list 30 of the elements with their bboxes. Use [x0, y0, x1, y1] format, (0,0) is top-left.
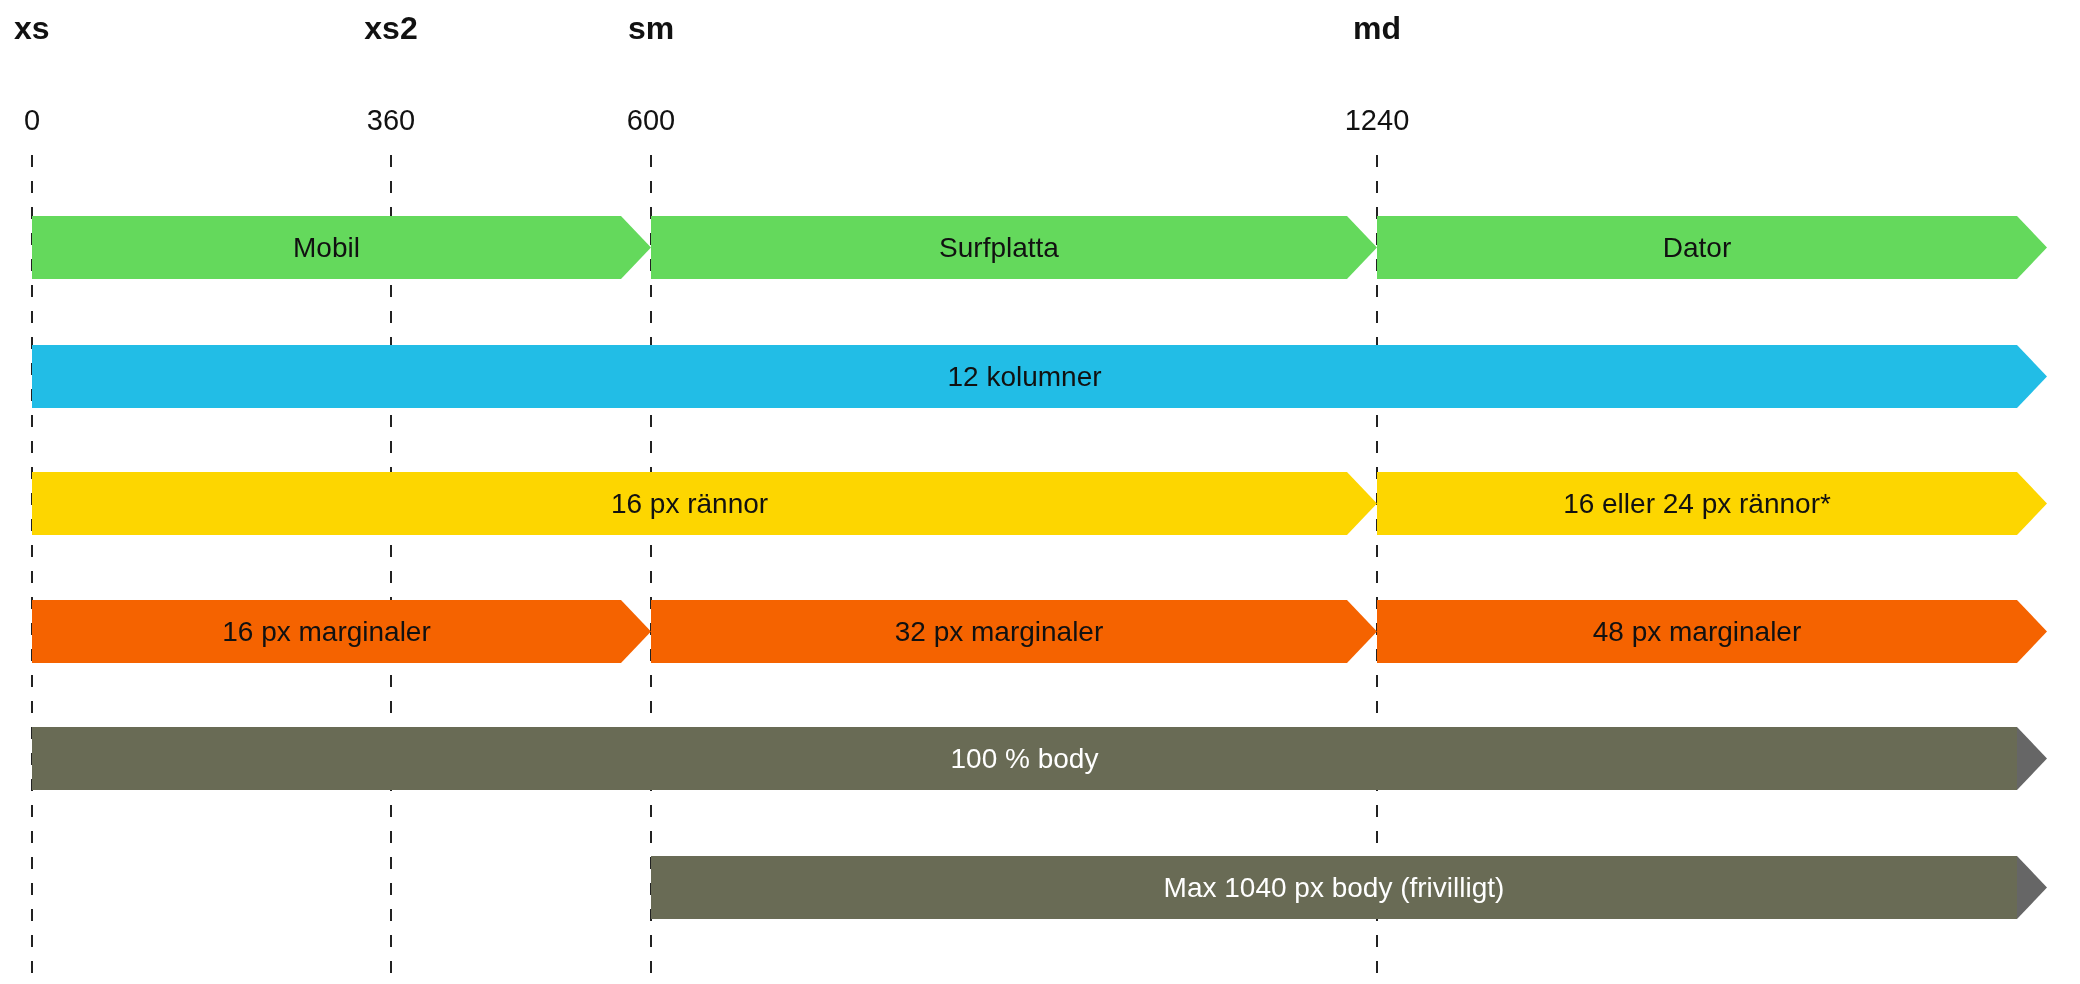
bar-label: 48 px marginaler [1592, 615, 1802, 648]
arrow-bar [1377, 472, 2047, 535]
bar-label: Mobil [293, 231, 360, 264]
breakpoint-name: xs2 [364, 10, 418, 47]
breakpoint-value: 1240 [1344, 104, 1410, 137]
bar-label: Surfplatta [939, 231, 1059, 264]
bar-label: Max 1040 px body (frivilligt) [1163, 871, 1505, 904]
arrow-bar [32, 727, 2047, 790]
breakpoint-value: 600 [626, 104, 676, 137]
arrow-bar [1377, 600, 2047, 663]
arrow-bar [651, 856, 2047, 919]
bar-label: 100 % body [950, 742, 1099, 775]
arrow-bar [32, 600, 651, 663]
arrow-bar [1377, 216, 2047, 279]
arrow-bar [32, 472, 1377, 535]
bar-label: Dator [1662, 231, 1732, 264]
breakpoint-value: 0 [23, 104, 41, 137]
breakpoint-name: sm [627, 10, 675, 47]
bar-label: 16 px marginaler [222, 615, 431, 648]
breakpoint-name: md [1353, 10, 1401, 47]
bar-label: 32 px marginaler [894, 615, 1104, 648]
bar-label: 16 eller 24 px rännor* [1563, 487, 1831, 520]
arrow-bar [32, 345, 2047, 408]
bar-label: 16 px rännor [610, 487, 769, 520]
arrow-bar [651, 216, 1377, 279]
breakpoint-value: 360 [366, 104, 416, 137]
breakpoint-name: xs [14, 10, 50, 47]
arrow-bar [651, 600, 1377, 663]
bar-label: 12 kolumner [947, 360, 1102, 393]
arrow-bar [32, 216, 651, 279]
